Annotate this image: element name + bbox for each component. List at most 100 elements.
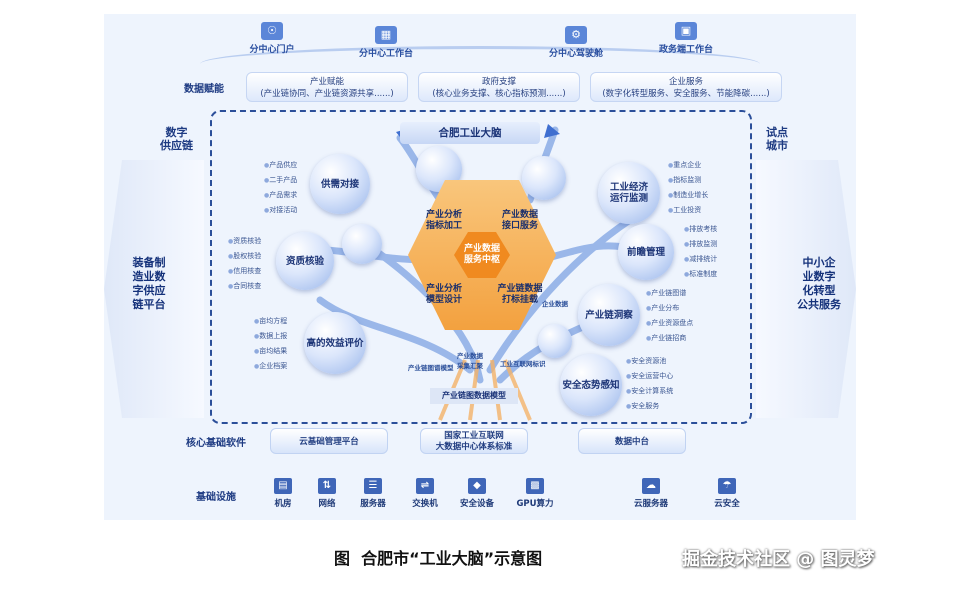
bullet-item: 合同核查 [228,279,261,294]
branch-right-upper [486,216,634,374]
globe-monitor-icon: ☉ [261,22,283,40]
brain-boundary [210,110,752,424]
infra-label: GPU算力 [516,499,554,509]
bullets-supply-demand: 产品供应 二手产品 产品需求 对接活动 [264,158,297,218]
bullet-item: 产品需求 [264,188,297,203]
watermark: 掘金技术社区 @ 图灵梦 [682,549,875,570]
empower-box-industry: 产业赋能 (产业链协同、产业链资源共享......) [246,72,408,102]
bullet-item: 产业资源盘点 [646,316,693,331]
hub-quadrant-indicator: 产业分析 指标加工 [425,210,462,231]
bullet-item: 二手产品 [264,173,297,188]
sphere-chain-insight: 产业链洞察 [578,284,640,346]
bullet-item: 产业分布 [646,301,693,316]
bullet-item: 产品供应 [264,158,297,173]
infra-server: ☰ 服务器 [348,478,398,509]
bullet-item: 股权核验 [228,249,261,264]
infra-label: 云服务器 [633,499,668,509]
right-hex-label: 中小企 业数字 化转型 公共服务 [797,256,841,311]
bullet-item: 排放考核 [684,222,717,237]
sphere-decor-top-right [522,156,566,200]
bullets-chain-insight: 产业链图谱 产业分布 产业资源盘点 产业链招商 [646,286,693,346]
stem-label-3: 工业互联网标识 [500,360,546,368]
security-device-icon: ◆ [468,478,486,494]
left-top-label: 数字 供应链 [160,126,193,152]
empower-box-enterprise: 企业服务 (数字化转型服务、安全服务、节能降碳......) [590,72,782,102]
bullet-item: 安全计算系统 [626,384,673,399]
bullets-qualification: 资质核验 股权核验 信用核查 合同核查 [228,234,261,294]
bullet-item: 排放监测 [684,237,717,252]
desktop-icon: ▦ [375,26,397,44]
sphere-decor-left [342,224,382,264]
empower-box-detail: (数字化转型服务、安全服务、节能降碳......) [602,89,770,99]
sphere-carbon-mgmt: 前瞻管理 [618,224,674,280]
figure-caption: 图 合肥市“工业大脑”示意图 [334,549,543,568]
portal-workbench: ▦ 分中心工作台 [346,26,426,59]
portal-label: 分中心门户 [249,45,295,55]
empower-box-detail: (核心业务支撑、核心指标预测......) [432,89,566,99]
bullet-item: 亩均结果 [254,344,287,359]
bullet-item: 标准制度 [684,267,717,282]
bullet-item: 制造业增长 [668,188,708,203]
stem-label-1: 产业链图谱模型 [408,364,454,372]
bullet-item: 产业链招商 [646,331,693,346]
bullets-carbon-mgmt: 排放考核 排放监测 减排统计 标准制度 [684,222,717,282]
bullet-item: 产业链图谱 [646,286,693,301]
empower-box-title: 产业赋能 [309,77,344,87]
portal-cockpit: ⚙ 分中心驾驶舱 [536,26,616,59]
bullet-item: 工业投资 [668,203,708,218]
hub-core: 产业数据 服务中枢 [454,232,510,278]
bullet-item: 安全资源池 [626,354,673,369]
infra-gpu: ▩ GPU算力 [510,478,560,509]
cloud-security-icon: ☂ [718,478,736,494]
portal-arc [200,46,760,64]
sphere-decor-right [538,324,572,358]
bullet-item: 重点企业 [668,158,708,173]
infra-label: 安全设备 [459,499,494,509]
empower-box-government: 政府支撑 (核心业务支撑、核心指标预测......) [418,72,580,102]
infra-network: ⇅ 网络 [302,478,352,509]
bullets-security-awareness: 安全资源池 安全运营中心 安全计算系统 安全服务 [626,354,673,414]
infra-cloud-server: ☁ 云服务器 [626,478,676,509]
right-top-label: 试点 城市 [766,126,788,152]
cloud-server-icon: ☁ [642,478,660,494]
empower-box-title: 政府支撑 [481,77,516,87]
portal-government: ▣ 政务端工作台 [646,22,726,55]
core-software-label: 核心基础软件 [186,438,246,449]
brain-title-banner: 合肥工业大脑 [400,122,540,144]
bullet-item: 减排统计 [684,252,717,267]
branch-left-lower [316,296,474,374]
core-box-data-platform: 数据中台 [578,428,686,454]
computer-icon: ▣ [675,22,697,40]
bullet-item: 亩均方程 [254,314,287,329]
infra-cloud-security: ☂ 云安全 [702,478,752,509]
core-box-cloud-platform: 云基础管理平台 [270,428,388,454]
infra-label: 机房 [274,499,292,509]
hub-quadrant-interface: 产业数据 接口服务 [501,210,538,231]
bullet-item: 数据上报 [254,329,287,344]
bullet-item: 安全运营中心 [626,369,673,384]
left-hex-panel [104,160,204,418]
bullets-benefit-eval: 亩均方程 数据上报 亩均结果 企业档案 [254,314,287,374]
infra-switch: ⇌ 交换机 [400,478,450,509]
core-box-national-standard: 国家工业互联网 大数据中心体系标准 [420,428,528,454]
infra-label: 云安全 [714,499,740,509]
network-icon: ⇅ [318,478,336,494]
stem-label-2: 产业数据采集汇聚 [457,352,483,370]
right-hex-panel [756,160,856,418]
sphere-benefit-eval: 高的效益评价 [304,312,366,374]
left-hex-label: 装备制 造业数 字供应 链平台 [132,256,166,311]
portal-label: 分中心驾驶舱 [548,49,603,59]
server-rack-icon: ▤ [274,478,292,494]
empower-box-detail: (产业链协同、产业链资源共享......) [260,89,394,99]
portal-home: ☉ 分中心门户 [232,22,312,55]
portal-label: 政务端工作台 [658,45,713,55]
sphere-qualification: 资质核验 [276,232,334,290]
infra-label: 交换机 [412,499,438,509]
data-hub-hexagon: 产业分析 指标加工 产业数据 接口服务 产业分析 模型设计 产业链数据 打标挂载… [408,180,556,330]
server-icon: ☰ [364,478,382,494]
infra-label: 网络 [318,499,336,509]
dashboard-icon: ⚙ [565,26,587,44]
infra-datacenter: ▤ 机房 [258,478,308,509]
hub-quadrant-model: 产业分析 模型设计 [425,284,462,305]
